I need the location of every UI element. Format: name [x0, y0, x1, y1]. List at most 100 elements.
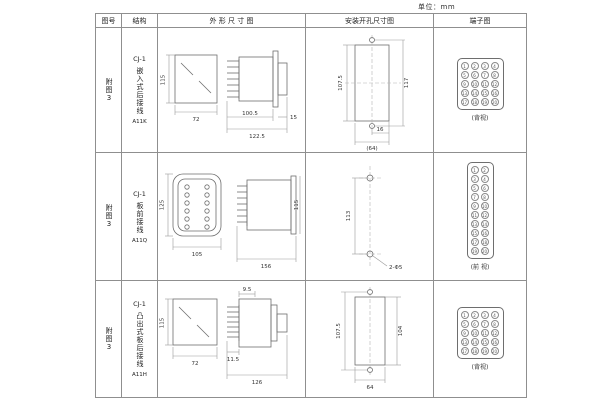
terminal-pin: 2 [480, 166, 489, 174]
dimension-label: 125 [159, 199, 165, 210]
dimension-label: 104 [398, 325, 404, 336]
dimension-label: 156 [260, 264, 271, 270]
terminal-pin: 12 [490, 329, 499, 337]
terminal-pin: 2 [470, 311, 479, 319]
terminal-pin: 5 [460, 320, 469, 328]
terminal-pin: 9 [470, 202, 479, 210]
terminal-pin: 8 [480, 193, 489, 201]
row2-fig-cell: 附图3 [96, 153, 122, 281]
dimension-label: 15 [290, 115, 297, 121]
terminal-pin: 14 [470, 338, 479, 346]
dimension-label: 16 [376, 127, 383, 133]
terminal-pin: 1 [460, 62, 469, 70]
terminal-pin: 16 [480, 229, 489, 237]
type-code: A11H [132, 372, 147, 378]
structure-label: 板前接线 [136, 201, 144, 234]
terminal-pin: 14 [470, 89, 479, 97]
terminal-pin: 3 [480, 311, 489, 319]
terminal-pin: 15 [480, 89, 489, 97]
row1-structure-cell: CJ-1 嵌入式后接线 A11K [122, 28, 158, 153]
terminal-pin: 17 [460, 347, 469, 355]
row3-outline-cell: 115 72 9.5 11. [158, 281, 306, 397]
terminal-pin: 14 [480, 220, 489, 228]
dimension-label: (64) [366, 146, 377, 151]
dimension-label: 115 [159, 317, 165, 328]
terminal-pin: 16 [490, 338, 499, 346]
terminal-pin: 13 [460, 338, 469, 346]
dimension-label: 72 [192, 117, 199, 123]
dimension-label: 72 [191, 361, 198, 367]
fig-number: 附图3 [105, 326, 113, 352]
dimension-table: 图号 结构 外 形 尺 寸 图 安装开孔尺寸图 端子图 附图3 CJ-1 嵌入式… [95, 13, 527, 398]
row1-mounting-cell: 107.5 117 16 (64) [306, 28, 434, 153]
terminal-pin: 3 [480, 62, 489, 70]
terminal-pin: 20 [490, 347, 499, 355]
row1-fig-cell: 附图3 [96, 28, 122, 153]
terminal-pin: 4 [480, 175, 489, 183]
dimension-label: 2-Φ5 [389, 265, 403, 271]
dimension-label: 105 [191, 252, 202, 258]
terminal-pin: 6 [470, 71, 479, 79]
col-header-terminal: 端子图 [434, 14, 526, 28]
model-label: CJ-1 [133, 189, 146, 198]
terminal-pin: 19 [480, 347, 489, 355]
col-header-outline: 外 形 尺 寸 图 [158, 14, 306, 28]
terminal-pin: 6 [470, 320, 479, 328]
terminal-pin: 13 [470, 220, 479, 228]
fig-number: 附图3 [105, 77, 113, 103]
terminal-pin: 17 [460, 98, 469, 106]
terminal-pin: 10 [470, 80, 479, 88]
row2-outline-cell: 125 105 156 115 [158, 153, 306, 281]
row3-structure-cell: CJ-1 凸出式板后接线 A11H [122, 281, 158, 397]
terminal-pin: 20 [480, 247, 489, 255]
terminal-pin: 6 [480, 184, 489, 192]
terminal-pin: 18 [470, 98, 479, 106]
dimension-label: 115 [294, 199, 300, 210]
view-label: (背视) [471, 115, 489, 122]
terminal-pin: 1 [460, 311, 469, 319]
dimension-label: 117 [404, 77, 410, 88]
terminal-pin: 19 [480, 98, 489, 106]
outline-drawing-a11k: 115 72 100.5 15 [160, 50, 297, 140]
dimension-label: 11.5 [226, 357, 239, 363]
terminal-pin: 3 [470, 175, 479, 183]
terminal-pin: 17 [470, 238, 479, 246]
terminal-pin: 15 [470, 229, 479, 237]
fig-number: 附图3 [105, 204, 113, 229]
row3-fig-cell: 附图3 [96, 281, 122, 397]
terminal-pin: 10 [480, 202, 489, 210]
view-label: (背视) [471, 364, 489, 371]
row2-mounting-cell: 113 2-Φ5 [306, 153, 434, 281]
col-header-mounting: 安装开孔尺寸图 [306, 14, 434, 28]
mounting-drawing-a11k: 107.5 117 16 (64) [338, 35, 410, 151]
mounting-drawing-a11h: 107.5 104 64 [336, 286, 404, 391]
terminal-pin: 15 [480, 338, 489, 346]
terminal-pin: 5 [460, 71, 469, 79]
col-header-fig: 图号 [96, 14, 122, 28]
terminal-pin: 12 [490, 80, 499, 88]
terminal-pin: 9 [460, 80, 469, 88]
terminal-pin: 16 [490, 89, 499, 97]
terminal-pin: 10 [470, 329, 479, 337]
view-label: (前 视) [470, 264, 490, 271]
dimension-label: 126 [251, 380, 262, 386]
terminal-pin: 11 [480, 329, 489, 337]
terminal-pin: 11 [470, 211, 479, 219]
terminal-pin: 5 [470, 184, 479, 192]
row2-structure-cell: CJ-1 板前接线 A11Q [122, 153, 158, 281]
dimension-label: 107.5 [336, 322, 342, 338]
unit-label: 单位：mm [418, 3, 456, 11]
mounting-drawing-a11q: 113 2-Φ5 [346, 166, 403, 271]
dimension-label: 122.5 [249, 134, 265, 140]
terminal-pin: 7 [480, 320, 489, 328]
dimension-label: 100.5 [242, 111, 258, 117]
terminal-pin: 4 [490, 62, 499, 70]
dimension-label: 107.5 [338, 75, 344, 91]
terminal-pin: 8 [490, 320, 499, 328]
dimension-label: 64 [366, 385, 373, 391]
